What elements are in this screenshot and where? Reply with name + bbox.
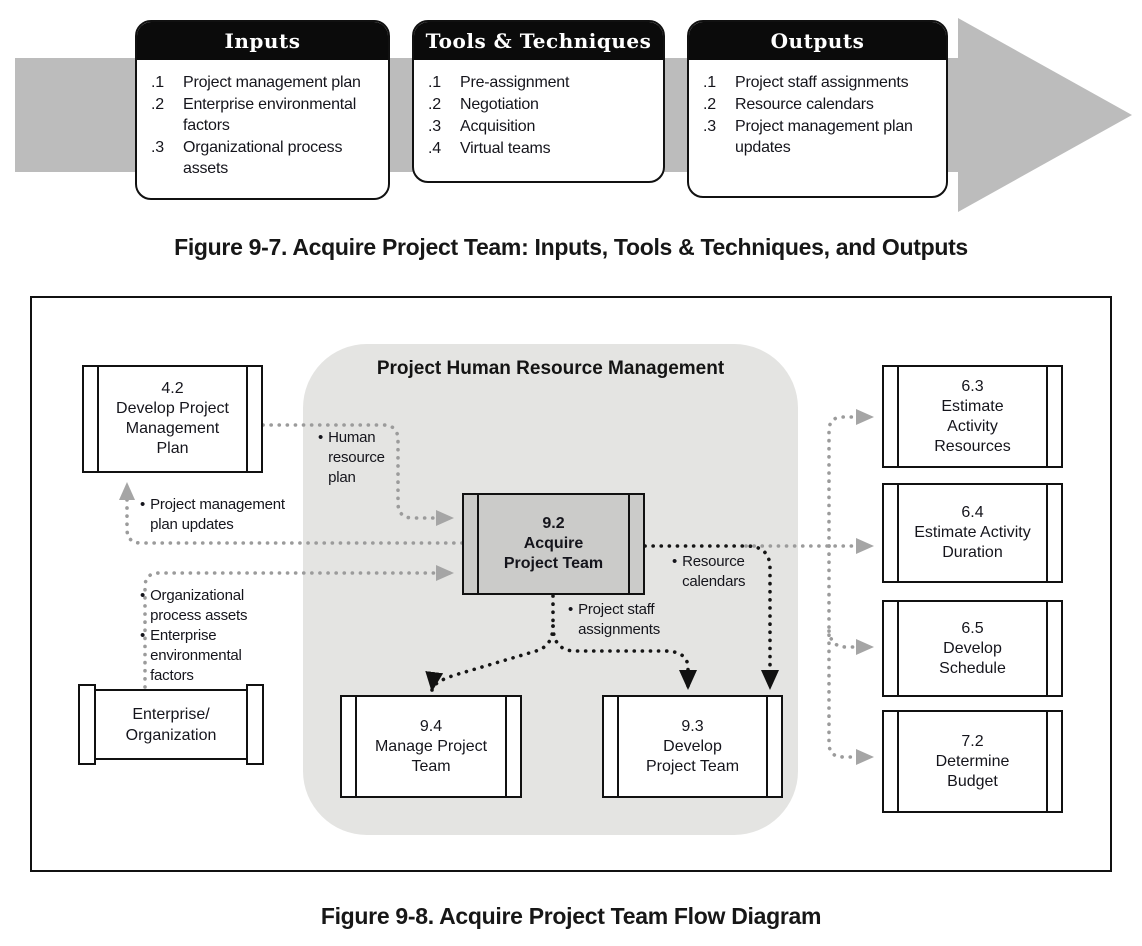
- itto-header-outputs: Outputs: [689, 22, 946, 60]
- label-project-staff-assignments: Project staff assignments: [568, 600, 660, 640]
- node-develop-pm-plan: 4.2 Develop Project Management Plan: [82, 365, 263, 473]
- itto-item: .2 Negotiation: [428, 94, 651, 115]
- itto-box-tools-techniques: Tools & Techniques .1 Pre-assignment .2 …: [412, 20, 665, 183]
- node-name: Develop Schedule: [939, 639, 1006, 677]
- item-number: .3: [428, 118, 441, 135]
- node-name: Estimate Activity Resources: [934, 397, 1011, 455]
- item-text: Pre-assignment: [460, 74, 570, 91]
- node-id: 6.3: [961, 377, 984, 395]
- node-enterprise-organization: Enterprise/ Organization: [78, 684, 264, 765]
- itto-list-outputs: .1 Project staff assignments .2 Resource…: [689, 60, 946, 158]
- item-text: Project management plan: [183, 74, 361, 91]
- item-text: Enterprise environmental factors: [183, 96, 357, 134]
- node-id: 6.5: [961, 619, 984, 637]
- item-text: Resource calendars: [735, 96, 874, 113]
- itto-item: .1 Project management plan: [151, 72, 376, 93]
- node-id: 7.2: [961, 732, 984, 750]
- scroll-tab-left: [78, 684, 96, 765]
- itto-item: .3 Organizational process assets: [151, 137, 376, 179]
- node-name: Enterprise/ Organization: [82, 689, 260, 760]
- node-name: Manage Project Team: [374, 737, 488, 775]
- itto-item: .4 Virtual teams: [428, 138, 651, 159]
- label-pm-plan-updates: Project management plan updates: [140, 495, 285, 535]
- itto-box-inputs: Inputs .1 Project management plan .2 Ent…: [135, 20, 390, 200]
- item-number: .1: [703, 74, 716, 91]
- itto-header-tools: Tools & Techniques: [414, 22, 663, 60]
- itto-item: .2 Resource calendars: [703, 94, 934, 115]
- node-name: Estimate Activity Duration: [914, 524, 1031, 561]
- itto-list-tools: .1 Pre-assignment .2 Negotiation .3 Acqu…: [414, 60, 663, 159]
- label-org-process-assets: Organizational process assets: [140, 586, 247, 626]
- item-number: .2: [703, 96, 716, 113]
- node-name: Develop Project Management Plan: [116, 400, 229, 457]
- scroll-tab-right: [246, 684, 264, 765]
- node-id: 6.4: [961, 504, 984, 521]
- node-estimate-activity-resources: 6.3 Estimate Activity Resources: [882, 365, 1063, 468]
- label-human-resource-plan: Human resource plan: [318, 428, 385, 488]
- process-group-title: Project Human Resource Management: [376, 358, 725, 379]
- node-name: Develop Project Team: [645, 737, 740, 775]
- item-number: .2: [151, 96, 164, 113]
- node-acquire-project-team: 9.2 Acquire Project Team: [462, 493, 645, 595]
- node-id: 9.3: [681, 717, 704, 735]
- node-name: Acquire Project Team: [503, 535, 604, 572]
- itto-item: .3 Acquisition: [428, 116, 651, 137]
- itto-item: .1 Project staff assignments: [703, 72, 934, 93]
- label-enterprise-env-factors: Enterprise environmental factors: [140, 626, 242, 686]
- node-id: 9.2: [542, 515, 565, 532]
- node-name: Determine Budget: [935, 752, 1010, 790]
- node-id: 4.2: [161, 380, 184, 397]
- item-text: Virtual teams: [460, 140, 551, 157]
- label-resource-calendars: Resource calendars: [672, 552, 745, 592]
- item-number: .2: [428, 96, 441, 113]
- node-develop-project-team: 9.3 Develop Project Team: [602, 695, 783, 798]
- item-number: .3: [703, 118, 716, 135]
- itto-header-inputs: Inputs: [137, 22, 388, 60]
- node-estimate-activity-duration: 6.4 Estimate Activity Duration: [882, 483, 1063, 583]
- node-id: 9.4: [419, 717, 443, 735]
- itto-item: .2 Enterprise environmental factors: [151, 94, 376, 136]
- item-text: Negotiation: [460, 96, 539, 113]
- itto-box-outputs: Outputs .1 Project staff assignments .2 …: [687, 20, 948, 198]
- node-develop-schedule: 6.5 Develop Schedule: [882, 600, 1063, 697]
- item-number: .3: [151, 139, 164, 156]
- figure-9-8-caption: Figure 9-8. Acquire Project Team Flow Di…: [320, 903, 822, 929]
- item-number: .4: [428, 140, 441, 157]
- item-text: Organizational process assets: [183, 139, 343, 177]
- item-number: .1: [428, 74, 441, 91]
- itto-list-inputs: .1 Project management plan .2 Enterprise…: [137, 60, 388, 179]
- item-text: Acquisition: [460, 118, 536, 135]
- item-number: .1: [151, 74, 164, 91]
- itto-item: .3 Project management plan updates: [703, 116, 934, 158]
- item-text: Project management plan updates: [735, 118, 913, 156]
- itto-item: .1 Pre-assignment: [428, 72, 651, 93]
- figure-9-7-caption: Figure 9-7. Acquire Project Team: Inputs…: [174, 234, 968, 260]
- item-text: Project staff assignments: [735, 74, 909, 91]
- node-determine-budget: 7.2 Determine Budget: [882, 710, 1063, 813]
- node-manage-project-team: 9.4 Manage Project Team: [340, 695, 522, 798]
